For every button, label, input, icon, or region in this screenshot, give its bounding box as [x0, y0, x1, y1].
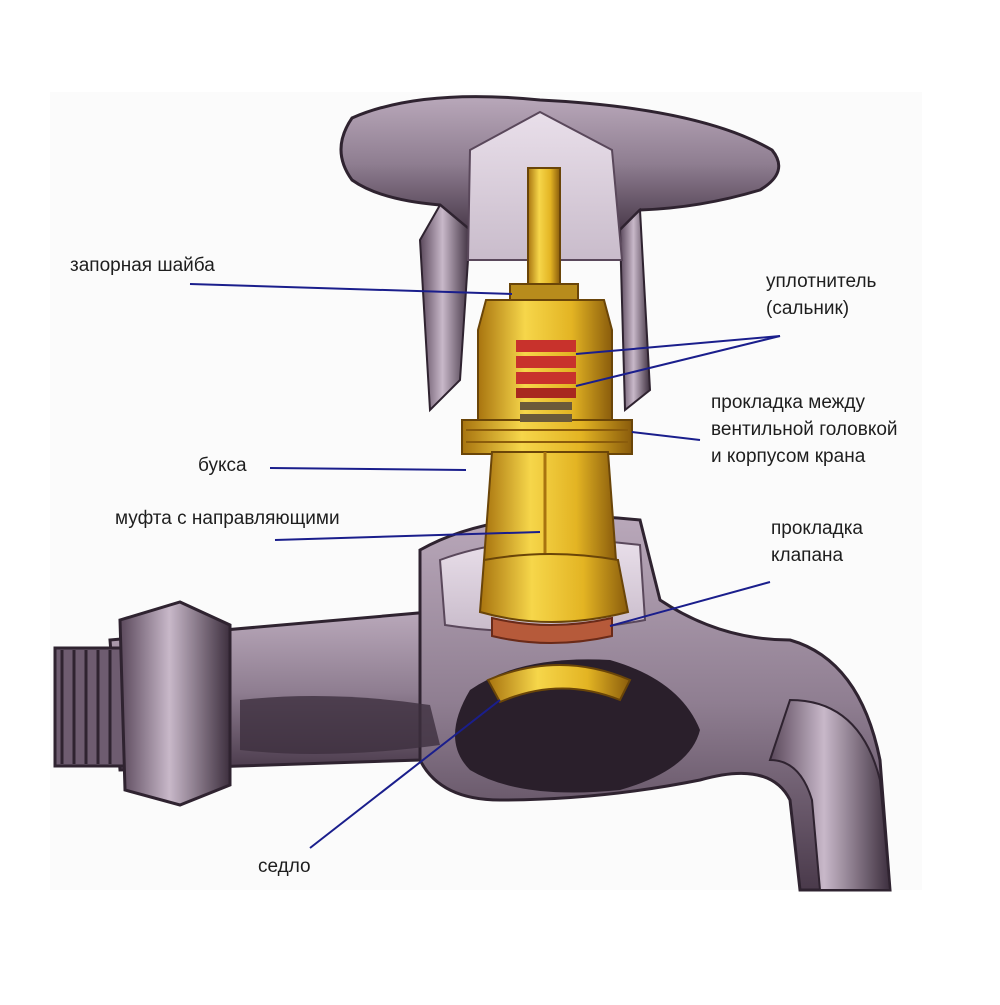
label-head-gasket-line1: прокладка между: [711, 389, 898, 416]
label-seal: уплотнитель (сальник): [766, 268, 876, 322]
threaded-inlet: [55, 648, 125, 766]
label-valve-gasket-line2: клапана: [771, 542, 863, 569]
label-bushing: букса: [198, 452, 247, 479]
label-valve-gasket: прокладка клапана: [771, 515, 863, 569]
label-head-gasket-line3: и корпусом крана: [711, 443, 898, 470]
label-stop-washer: запорная шайба: [70, 252, 215, 279]
label-head-gasket: прокладка между вентильной головкой и ко…: [711, 389, 898, 470]
label-seat: седло: [258, 853, 311, 880]
label-valve-gasket-line1: прокладка: [771, 515, 863, 542]
label-seal-line2: (сальник): [766, 295, 876, 322]
label-guide-coupling: муфта с направляющими: [115, 505, 340, 532]
label-head-gasket-line2: вентильной головкой: [711, 416, 898, 443]
label-seal-line1: уплотнитель: [766, 268, 876, 295]
